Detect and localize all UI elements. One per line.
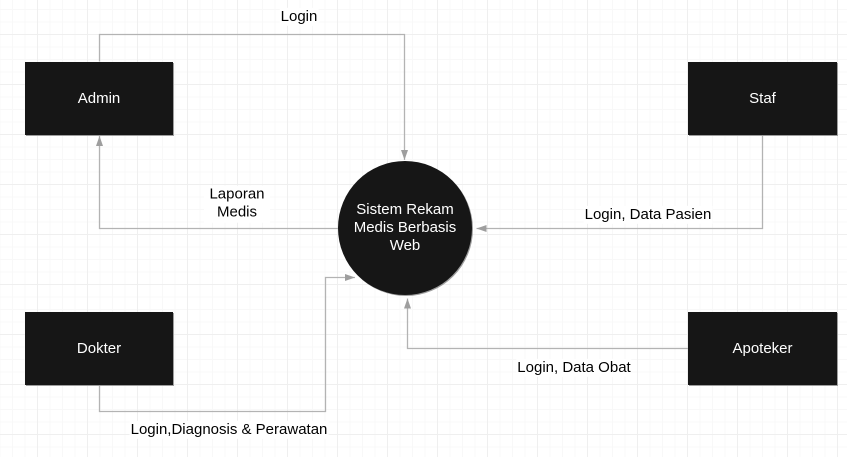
process-system-circle[interactable]: Sistem Rekam Medis Berbasis Web [338,161,472,295]
entity-apoteker-label: Apoteker [732,340,793,357]
entity-staf-label: Staf [749,90,776,107]
flow-apoteker-to-system-line[interactable] [404,298,689,350]
flow-dokter-to-system-line[interactable] [98,274,356,413]
entity-apoteker[interactable]: Apoteker [688,312,837,385]
flow-label-laporan-medis[interactable]: Laporan Medis [204,185,270,223]
entity-admin[interactable]: Admin [25,62,173,135]
flow-label-login-data-pasien[interactable]: Login, Data Pasien [583,205,713,225]
entity-staf[interactable]: Staf [688,62,837,135]
flow-staf-to-system-line[interactable] [476,135,764,232]
entity-dokter[interactable]: Dokter [25,312,173,385]
flow-system-to-admin-line[interactable] [96,136,339,230]
flow-label-login-diagnosis-perawatan[interactable]: Login,Diagnosis & Perawatan [129,420,329,440]
flow-admin-to-system-line[interactable] [98,33,408,161]
entity-admin-label: Admin [77,90,121,107]
flow-label-login-data-obat[interactable]: Login, Data Obat [516,358,632,378]
process-system-label: Sistem Rekam Medis Berbasis Web [353,201,457,254]
entity-dokter-label: Dokter [76,340,122,357]
flow-label-login[interactable]: Login [279,7,319,27]
